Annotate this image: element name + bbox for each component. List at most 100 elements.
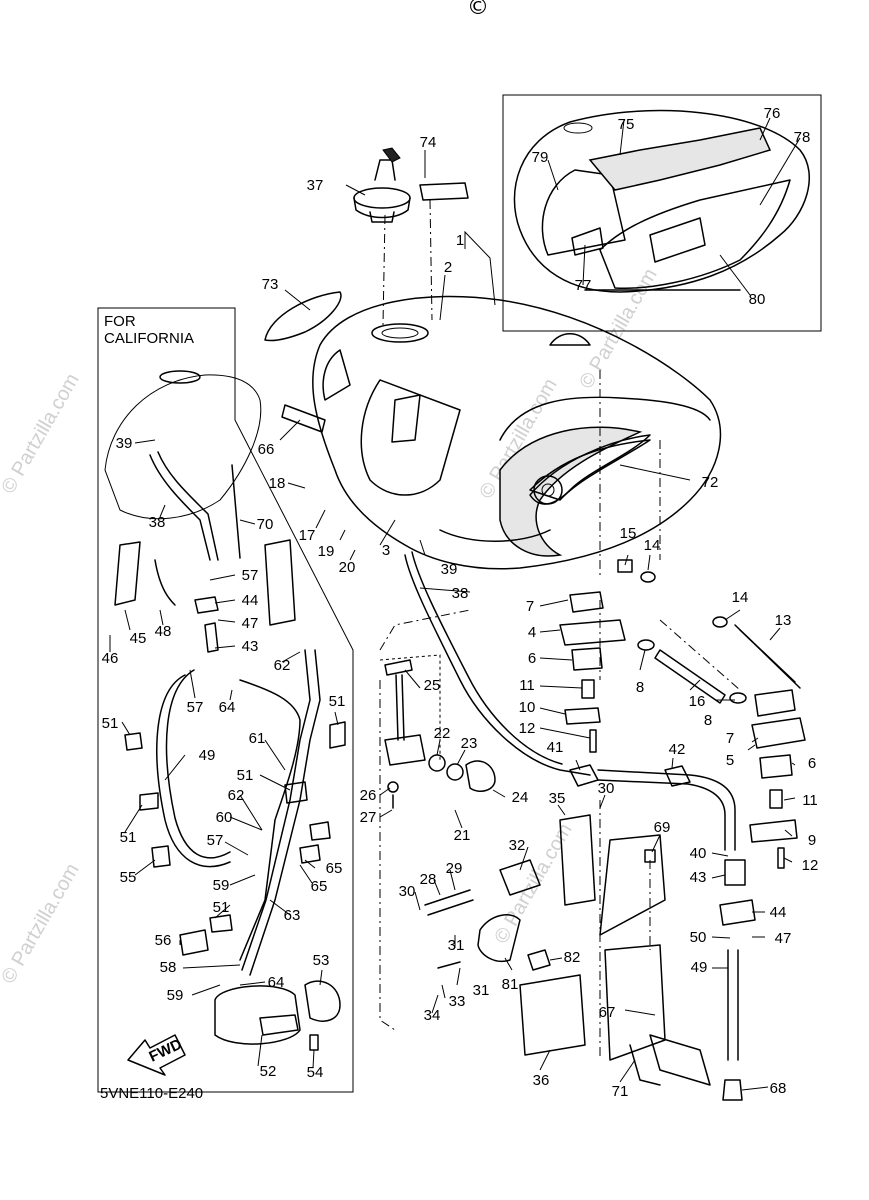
callout-32: 32 — [509, 837, 526, 854]
leader-lines — [109, 117, 801, 1091]
callout-17: 17 — [299, 527, 316, 544]
callout-53: 53 — [313, 952, 330, 969]
callout-54: 54 — [307, 1064, 324, 1081]
california-inset: FOR CALIFORNIA FWD — [97, 307, 354, 1093]
callout-43: 43 — [242, 638, 259, 655]
part-66-grommet-tube — [281, 404, 326, 433]
callout-67: 67 — [599, 1004, 616, 1021]
callout-35: 35 — [549, 790, 566, 807]
callout-75: 75 — [618, 116, 635, 133]
callout-51: 51 — [329, 693, 346, 710]
callout-31: 31 — [473, 982, 490, 999]
callout-59: 59 — [167, 987, 184, 1004]
callout-36: 36 — [533, 1072, 550, 1089]
callout-77: 77 — [575, 277, 592, 294]
callout-labels: 1 2 3 4 5 6 6 7 7 8 8 9 10 11 11 12 12 1… — [102, 105, 819, 1100]
callout-68: 68 — [770, 1080, 787, 1097]
callout-38: 38 — [149, 514, 166, 531]
callout-45: 45 — [130, 630, 147, 647]
part-72-emblem — [529, 434, 651, 505]
callout-2: 2 — [444, 259, 452, 276]
callout-80: 80 — [749, 291, 766, 308]
callout-82: 82 — [564, 949, 581, 966]
alignment-lines — [379, 199, 741, 1060]
callout-30: 30 — [399, 883, 416, 900]
callout-71: 71 — [612, 1083, 629, 1100]
callout-37: 37 — [307, 177, 324, 194]
callout-5: 5 — [726, 752, 734, 769]
callout-59: 59 — [213, 877, 230, 894]
callout-74: 74 — [420, 134, 437, 151]
callout-49: 49 — [691, 959, 708, 976]
callout-33: 33 — [449, 993, 466, 1010]
callout-27: 27 — [360, 809, 377, 826]
callout-13: 13 — [775, 612, 792, 629]
callout-34: 34 — [424, 1007, 441, 1024]
watermark: © Partzilla.com — [0, 370, 84, 498]
callout-7: 7 — [526, 598, 534, 615]
callout-8: 8 — [636, 679, 644, 696]
fuel-cock-assembly — [384, 659, 496, 809]
callout-60: 60 — [216, 809, 233, 826]
callout-58: 58 — [160, 959, 177, 976]
callout-41: 41 — [547, 739, 564, 756]
callout-62: 62 — [274, 657, 291, 674]
callout-29: 29 — [446, 860, 463, 877]
callout-20: 20 — [339, 559, 356, 576]
callout-21: 21 — [454, 827, 471, 844]
callout-47: 47 — [775, 930, 792, 947]
callout-73: 73 — [262, 276, 279, 293]
callout-12: 12 — [802, 857, 819, 874]
inset-frame — [502, 94, 822, 332]
callout-38: 38 — [452, 585, 469, 602]
callout-51: 51 — [102, 715, 119, 732]
callout-8: 8 — [704, 712, 712, 729]
callout-57: 57 — [207, 832, 224, 849]
callout-64: 64 — [219, 699, 236, 716]
callout-57: 57 — [187, 699, 204, 716]
callout-69: 69 — [654, 819, 671, 836]
callout-10: 10 — [519, 699, 536, 716]
callout-57: 57 — [242, 567, 259, 584]
callout-14: 14 — [732, 589, 749, 606]
copyright-symbol: © — [467, 0, 489, 20]
part-73-knee-pad — [264, 291, 342, 342]
callout-40: 40 — [690, 845, 707, 862]
callout-22: 22 — [434, 725, 451, 742]
callout-28: 28 — [420, 871, 437, 888]
watermark-layer: © Partzilla.com © Partzilla.com © Partzi… — [0, 265, 662, 988]
callout-61: 61 — [249, 730, 266, 747]
callout-55: 55 — [120, 869, 137, 886]
california-inset-title: CALIFORNIA — [104, 330, 194, 347]
callout-11: 11 — [519, 677, 535, 694]
california-inset-frame — [97, 307, 354, 1093]
callout-26: 26 — [360, 787, 377, 804]
callout-39: 39 — [116, 435, 133, 452]
callout-14: 14 — [644, 537, 661, 554]
callout-39: 39 — [441, 561, 458, 578]
callout-42: 42 — [669, 741, 686, 758]
callout-31: 31 — [448, 937, 465, 954]
callout-72: 72 — [702, 474, 719, 491]
right-mount-hardware — [559, 559, 806, 869]
callout-56: 56 — [155, 932, 172, 949]
callout-65: 65 — [311, 878, 328, 895]
fuel-line-and-pump — [404, 551, 736, 1056]
tank-underside-inset — [502, 94, 822, 332]
callout-70: 70 — [257, 516, 274, 533]
callout-11: 11 — [802, 792, 818, 809]
forward-arrow-icon — [127, 1034, 186, 1076]
callout-19: 19 — [318, 543, 335, 560]
callout-48: 48 — [155, 623, 172, 640]
callout-18: 18 — [269, 475, 286, 492]
callout-25: 25 — [424, 677, 441, 694]
callout-12: 12 — [519, 720, 536, 737]
callout-16: 16 — [689, 693, 706, 710]
callout-30: 30 — [598, 780, 615, 797]
callout-7: 7 — [726, 730, 734, 747]
callout-6: 6 — [808, 755, 816, 772]
callout-66: 66 — [258, 441, 275, 458]
callout-6: 6 — [528, 650, 536, 667]
callout-47: 47 — [242, 615, 259, 632]
callout-76: 76 — [764, 105, 781, 122]
